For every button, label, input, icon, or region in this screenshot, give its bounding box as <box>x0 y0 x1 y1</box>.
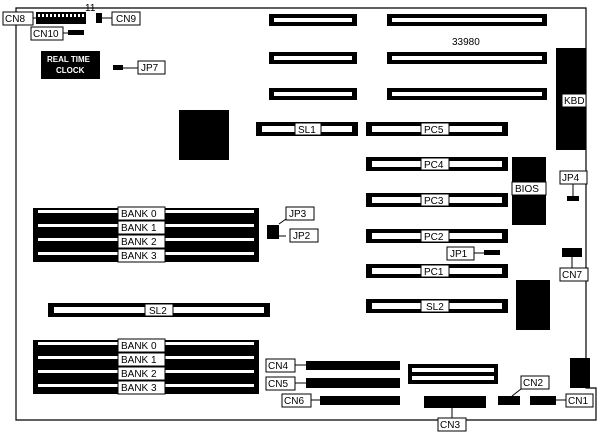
jp2-label: JP2 <box>293 231 311 242</box>
lower-bank-2-label: BANK 2 <box>121 369 157 380</box>
upper-bank-0-label: BANK 0 <box>121 209 157 220</box>
upper-bank-2: BANK 2 <box>117 234 166 249</box>
cn1-label-box <box>565 393 594 408</box>
sl1-label: SL1 <box>298 125 316 136</box>
pin-marker-label: 11 <box>85 3 96 14</box>
pc3-slot: PC3 <box>366 193 508 207</box>
cn3-label-box <box>437 417 467 432</box>
kbd-label: KBD <box>564 96 585 107</box>
cn5-label: CN5 <box>268 379 288 390</box>
sl2-small-slot: SL2 <box>366 299 508 313</box>
cn7-label-box <box>559 267 589 282</box>
board-model-label: 33980 <box>452 37 480 48</box>
pc4-slot: PC4 <box>366 157 508 171</box>
jp1-label: JP1 <box>450 249 468 260</box>
cn5-header <box>306 378 400 388</box>
cn8-header <box>36 12 86 24</box>
lower-bank-2: BANK 2 <box>117 366 166 381</box>
jp4-label: JP4 <box>562 173 580 184</box>
cn7-label: CN7 <box>562 270 582 281</box>
pc1-slot: PC1 <box>366 264 508 278</box>
upper-bank-1: BANK 1 <box>117 220 166 235</box>
chipset-chip <box>516 280 550 330</box>
cn3-label: CN3 <box>440 420 460 431</box>
jp3-label: JP3 <box>289 209 307 220</box>
power-jack <box>570 358 590 388</box>
upper-bank-0: BANK 0 <box>117 206 166 221</box>
cn10-header <box>68 30 84 35</box>
lower-bank-0-label: BANK 0 <box>121 341 157 352</box>
lower-bank-1-label: BANK 1 <box>121 355 157 366</box>
cn1-header <box>530 396 556 405</box>
cn10-label: CN10 <box>33 29 59 40</box>
jp3-label-box <box>285 206 315 221</box>
jp1-jumper <box>484 250 500 255</box>
power-connector-block <box>408 364 498 384</box>
jp3-jp2-jumpers <box>267 225 279 239</box>
cn9-header <box>96 13 102 23</box>
jp4-jumper <box>567 196 579 201</box>
cn2-label-box <box>520 375 550 390</box>
cn9-label: CN9 <box>116 14 136 25</box>
kbd-label-box <box>561 93 587 108</box>
jp7-jumper <box>113 65 123 70</box>
sl2-long-label: SL2 <box>149 306 167 317</box>
jp2-label-box <box>289 228 319 243</box>
cn6-header <box>320 396 400 405</box>
cn8-pins <box>38 14 84 17</box>
cn7-header <box>562 248 582 257</box>
cn2-label: CN2 <box>523 378 543 389</box>
bios-label: BIOS <box>515 184 539 195</box>
pc2-label: PC2 <box>424 232 444 243</box>
jp7-label-box <box>137 60 166 75</box>
cn4-header <box>306 361 400 370</box>
rtc-label-line2: CLOCK <box>56 66 85 75</box>
upper-bank-3: BANK 3 <box>117 248 166 263</box>
board-outline <box>15 7 597 421</box>
lower-bank-0: BANK 0 <box>117 338 166 353</box>
cn4-label: CN4 <box>268 361 288 372</box>
top-slot-row-2 <box>269 52 547 64</box>
pc2-slot: PC2 <box>366 229 508 243</box>
top-slot-row-1 <box>269 14 547 26</box>
upper-bank-3-label: BANK 3 <box>121 251 157 262</box>
rtc-label-line1: REAL TIME <box>47 55 91 64</box>
cn1-label: CN1 <box>568 396 588 407</box>
jp7-label: JP7 <box>141 63 159 74</box>
lower-bank-1: BANK 1 <box>117 352 166 367</box>
cn2-header <box>498 396 520 405</box>
pc5-slot: PC5 <box>366 122 508 136</box>
pc5-label: PC5 <box>424 125 444 136</box>
pc4-label: PC4 <box>424 160 444 171</box>
sl2-small-label: SL2 <box>426 302 444 313</box>
pc1-label: PC1 <box>424 267 444 278</box>
real-time-clock-chip <box>41 51 100 79</box>
cpu-chip <box>179 110 229 160</box>
cn8-label: CN8 <box>5 14 25 25</box>
lower-bank-3: BANK 3 <box>117 380 166 395</box>
upper-bank-2-label: BANK 2 <box>121 237 157 248</box>
bios-label-box <box>511 181 547 196</box>
lower-bank-3-label: BANK 3 <box>121 383 157 394</box>
cn3-header <box>424 396 486 408</box>
cn6-label: CN6 <box>284 396 304 407</box>
pc3-label: PC3 <box>424 196 444 207</box>
top-slot-row-3 <box>269 88 547 100</box>
upper-bank-1-label: BANK 1 <box>121 223 157 234</box>
